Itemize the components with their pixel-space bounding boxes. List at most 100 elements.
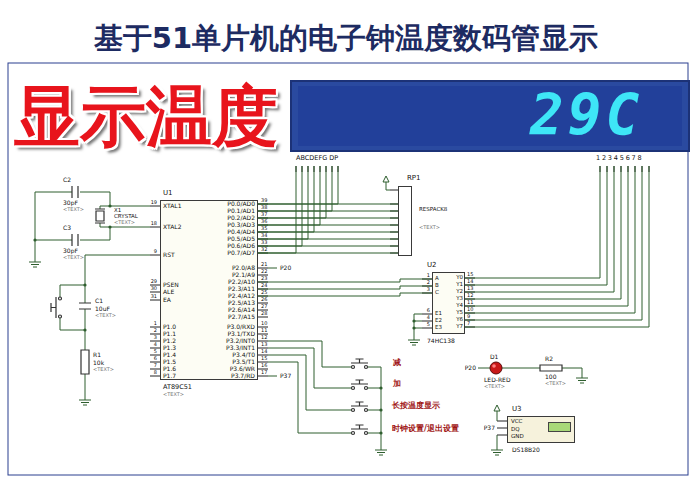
seven-segment-display: 29CABCDEFG DP12345678 [290,80,690,166]
part-value: CRYSTAL [114,214,138,220]
pin-number: 10 [467,307,473,312]
pin-number: 22 [261,269,267,274]
component-outlines [51,186,562,435]
pin-name: EA [163,297,171,303]
pin-name: P2.7/A15 [228,314,255,320]
pin-name: P0.3/AD3 [227,222,255,228]
text-placeholder: <TEXT> [545,381,566,386]
junction-dot [33,238,36,241]
bus-wire [258,279,432,296]
wire [258,166,320,225]
wire [465,166,635,313]
pin-number: 2 [427,280,430,285]
pin-number: 36 [261,219,267,224]
pin-number: 18 [151,221,157,226]
pin-name: E2 [435,318,442,324]
part-value: 10uF [95,306,110,312]
pin-number: 38 [261,205,267,210]
pin-number: 13 [467,286,473,291]
wire [465,166,649,327]
pin-name: P1.5 [163,359,176,365]
pin-name: P2.3/A11 [228,286,255,292]
text-placeholder: <TEXT> [163,392,184,397]
pin-name: P3.6/WR [230,366,255,372]
pin-name: XTAL1 [163,203,181,209]
pin-name: Y0 [456,275,463,281]
pin-number: 26 [261,297,267,302]
pin-name: P2.5/A13 [228,300,255,306]
segment-pins-label: ABCDEFG DP [296,155,338,162]
wire [465,166,600,278]
resistor-pack: RP1RESPACK8<TEXT> [398,186,412,256]
pin-number: 1 [154,321,157,326]
wire [258,246,398,247]
pin-number: 21 [261,262,267,267]
pin-name: P2.6/A14 [228,307,255,313]
text-placeholder: <TEXT> [419,225,440,230]
text-placeholder: <TEXT> [95,313,116,318]
pin-name: P2.1/A9 [232,272,255,278]
part-label: C3 [63,225,71,231]
pin-name: A [435,276,439,282]
banner-text: 显示温度 [14,84,278,150]
pin-name: P3.2/INT0 [226,338,255,344]
display-digits: 29C [530,88,643,144]
part-label: C2 [63,177,71,183]
pin-name: P1.3 [163,345,176,351]
pin-number: 2 [154,328,157,333]
pin-number: 39 [261,198,267,203]
pin-number: 14 [467,279,473,284]
pin-name: Y6 [456,317,463,323]
pin-number: 4 [427,315,430,320]
pin-number: 34 [261,233,267,238]
pin-number: 13 [261,342,267,347]
pin-name: P3.0/RXD [227,324,255,330]
pin-name: P0.0/AD0 [227,201,255,207]
pin-name: P1.6 [163,366,176,372]
pin-number: 4 [154,342,157,347]
text-placeholder: <TEXT> [93,367,114,372]
part-value: 30pF [63,248,78,254]
pin-name: Y5 [456,310,463,316]
wire [465,166,607,285]
pin-name: P0.6/AD6 [227,243,255,249]
pin-number: 7 [467,321,470,326]
part-value: 10k [93,360,104,366]
pin-number: 9 [154,249,157,254]
pin-number: 10 [261,321,267,326]
pin-name: B [435,283,439,289]
pin-name: P2.2/A10 [228,279,255,285]
pin-name: P3.5/T1 [232,359,255,365]
pin-number: 29 [151,279,157,284]
junction-dot [379,431,382,434]
pin-name: GND [511,434,524,440]
part-value: LED-RED [484,377,511,383]
pin-name: P0.2/AD2 [227,215,255,221]
part-label: R1 [93,352,101,358]
pin-name: Y1 [456,282,463,288]
junction-dot [83,328,86,331]
wire [258,225,398,226]
bus-wire [258,166,338,253]
pin-number: 24 [261,283,267,288]
pin-number: 35 [261,226,267,231]
pin-number: 27 [261,304,267,309]
bus-wire [258,204,398,253]
wire [465,166,642,320]
pin-name: P0.4/AD4 [227,229,255,235]
wire [258,166,296,253]
wire [258,239,398,240]
pin-name: Y2 [456,289,463,295]
wire [258,211,398,212]
pin-number: 37 [261,212,267,217]
sensor-readout [548,422,571,432]
pin-number: 11 [261,328,267,333]
wire [258,166,308,239]
pin-number: 12 [261,335,267,340]
led-highlight [492,364,496,368]
pin-name: PSEN [163,282,179,288]
pin-number: 33 [261,240,267,245]
part-value: RESPACK8 [419,207,447,213]
part-label: D1 [490,354,498,360]
pin-number: 14 [261,349,267,354]
